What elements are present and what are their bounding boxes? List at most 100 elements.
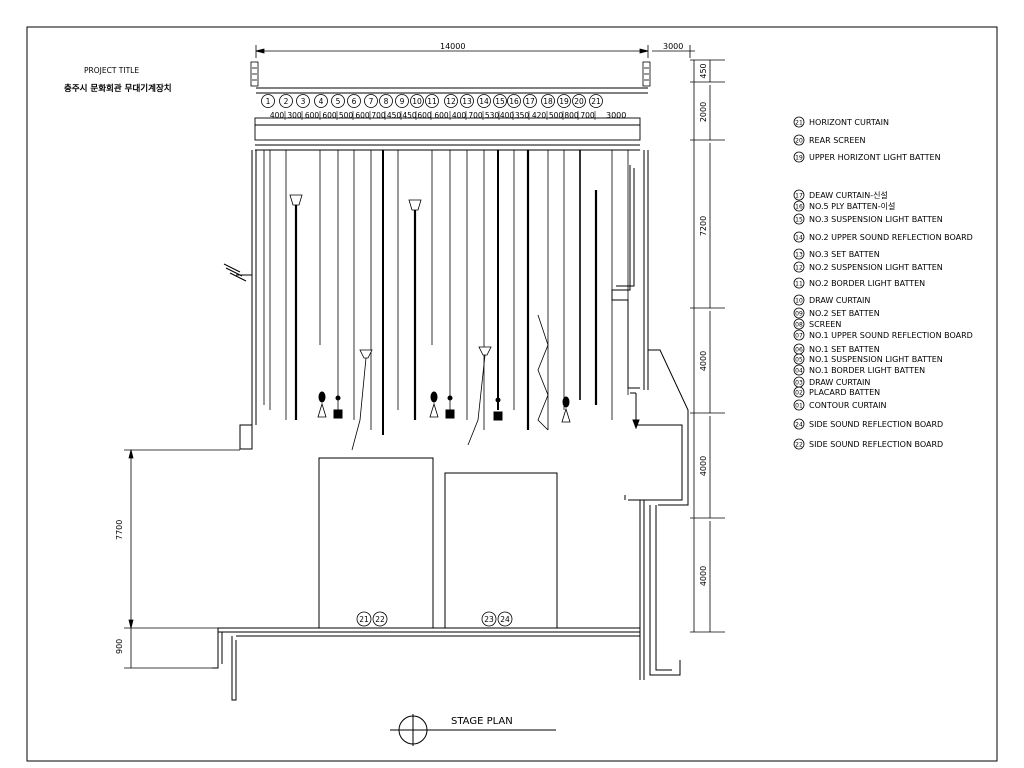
svg-text:21: 21 xyxy=(359,615,369,624)
legend-number-circle xyxy=(793,116,805,128)
svg-text:20: 20 xyxy=(574,97,584,106)
batten-spacing: 600 xyxy=(434,111,449,120)
batten-number: 3 xyxy=(296,94,310,108)
svg-text:3: 3 xyxy=(301,97,306,106)
legend-number: 13 xyxy=(795,252,803,259)
legend-number: 11 xyxy=(795,281,803,288)
batten-spacing: 400 xyxy=(452,111,467,120)
svg-text:8: 8 xyxy=(384,97,389,106)
legend-text: SIDE SOUND REFLECTION BOARD xyxy=(809,420,943,429)
project-title-label: PROJECT TITLE xyxy=(84,66,139,75)
light-stand xyxy=(561,407,571,423)
svg-text:21: 21 xyxy=(591,97,601,106)
legend-number: 17 xyxy=(795,193,803,200)
batten-number: 15 xyxy=(493,94,507,108)
svg-text:2: 2 xyxy=(284,97,289,106)
batten-weight xyxy=(445,409,455,419)
batten-number: 6 xyxy=(347,94,361,108)
batten-number: 17 xyxy=(523,94,537,108)
batten-number: 20 xyxy=(572,94,586,108)
batten-spacing: 400 xyxy=(270,111,285,120)
batten-spacing: 450 xyxy=(402,111,417,120)
legend-item: 11 NO.2 BORDER LIGHT BATTEN xyxy=(793,277,925,289)
rope xyxy=(351,357,367,451)
batten-number: 9 xyxy=(395,94,409,108)
svg-text:22: 22 xyxy=(375,615,385,624)
dim-inner: 3000 xyxy=(606,111,626,120)
legend-number-circle xyxy=(793,438,805,450)
batten-number: 13 xyxy=(460,94,474,108)
svg-text:13: 13 xyxy=(462,97,472,106)
legend-number: 01 xyxy=(795,403,803,410)
legend-item: 12 NO.2 SUSPENSION LIGHT BATTEN xyxy=(793,261,943,273)
rope xyxy=(467,354,486,446)
legend-text: DRAW CURTAIN xyxy=(809,296,870,305)
svg-text:1: 1 xyxy=(266,97,271,106)
batten-spacing: 700 xyxy=(371,111,386,120)
legend-text: PLACARD BATTEN xyxy=(809,388,880,397)
legend-number: 03 xyxy=(795,380,803,387)
legend-number-circle xyxy=(793,261,805,273)
batten-spacing: 600 xyxy=(355,111,370,120)
svg-text:11: 11 xyxy=(427,97,437,106)
legend-text: NO.3 SUSPENSION LIGHT BATTEN xyxy=(809,215,943,224)
svg-text:19: 19 xyxy=(559,97,569,106)
batten-number: 4 xyxy=(314,94,328,108)
reflector-shape xyxy=(408,199,422,211)
right-dimension-label: 7200 xyxy=(699,216,708,236)
svg-text:5: 5 xyxy=(336,97,341,106)
lift-label: 22 xyxy=(372,611,388,627)
right-dimension-label: 4000 xyxy=(699,351,708,371)
left-dimensions xyxy=(124,449,240,669)
project-title: 충주시 문화회관 무대기계장치 xyxy=(64,83,172,94)
dim-side: 3000 xyxy=(663,42,683,51)
legend-number: 22 xyxy=(795,442,803,449)
legend-number-circle xyxy=(793,364,805,376)
legend-number-circle xyxy=(793,277,805,289)
legend-number: 24 xyxy=(795,422,803,429)
svg-text:23: 23 xyxy=(484,615,494,624)
legend-number-circle xyxy=(793,418,805,430)
batten-spacing: 600 xyxy=(305,111,320,120)
batten-spacing: 700 xyxy=(468,111,483,120)
legend-number-circle xyxy=(793,134,805,146)
batten-number: 8 xyxy=(379,94,393,108)
legend-text: NO.2 BORDER LIGHT BATTEN xyxy=(809,279,925,288)
batten-spacing: 700 xyxy=(580,111,595,120)
legend-number: 14 xyxy=(795,235,803,242)
plan-title-block xyxy=(390,714,556,746)
batten-spacing: 500 xyxy=(549,111,564,120)
legend-text: DRAW CURTAIN xyxy=(809,378,870,387)
orchestra-lifts xyxy=(318,457,558,629)
svg-text:15: 15 xyxy=(495,97,505,106)
legend-number-circle xyxy=(793,231,805,243)
legend-number-circle xyxy=(793,399,805,411)
legend-number: 04 xyxy=(795,368,803,375)
right-dimension-label: 450 xyxy=(699,63,708,78)
batten-number: 11 xyxy=(425,94,439,108)
top-columns xyxy=(250,61,651,87)
light-stand xyxy=(429,402,439,418)
right-dimension-label: 4000 xyxy=(699,456,708,476)
legend-text: NO.1 UPPER SOUND REFLECTION BOARD xyxy=(809,331,973,340)
batten-lines xyxy=(263,150,629,451)
legend-text: NO.2 SUSPENSION LIGHT BATTEN xyxy=(809,263,943,272)
batten-number: 1 xyxy=(261,94,275,108)
legend-number-circle xyxy=(793,189,805,201)
batten-dot xyxy=(335,395,341,401)
legend-number: 12 xyxy=(795,265,803,272)
batten-weight xyxy=(493,411,503,421)
